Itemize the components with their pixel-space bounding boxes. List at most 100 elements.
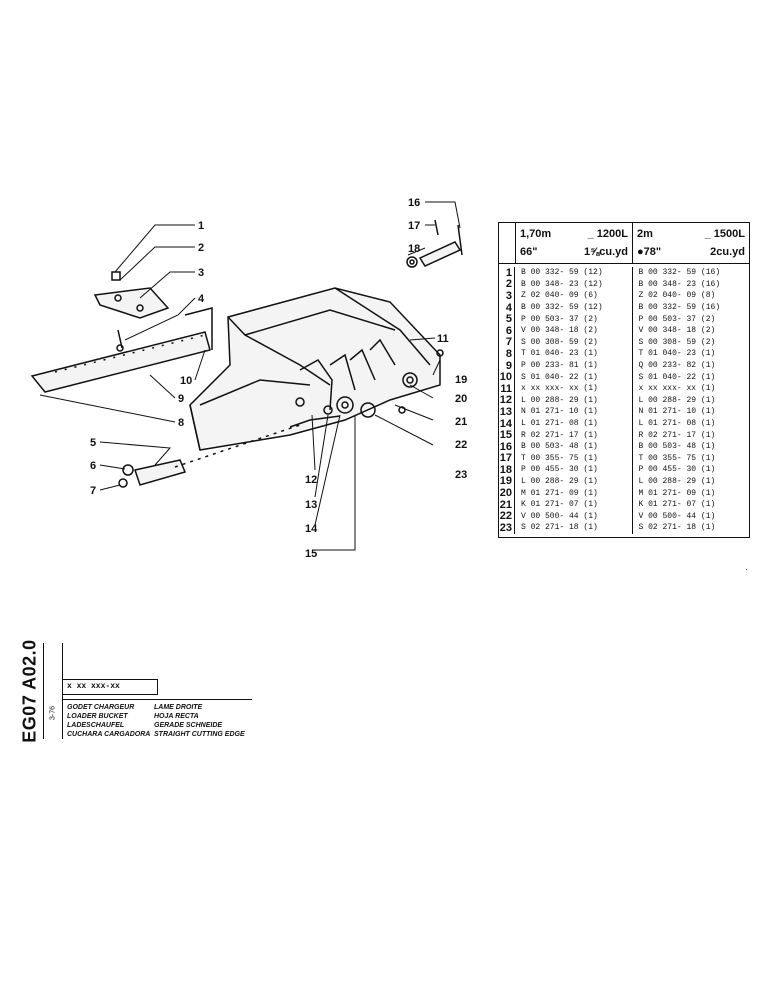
- callout-22: 22: [455, 439, 467, 451]
- part-number-large-bucket: N 01 271- 10 (1): [638, 407, 716, 417]
- row-number: 17: [499, 452, 515, 465]
- row-number: 3: [499, 289, 515, 302]
- row-number: 21: [499, 498, 515, 511]
- description-left: GODET CHARGEUR LOADER BUCKET LADESCHAUFE…: [67, 703, 150, 739]
- header-left: 1,70m_ 1200L 66"1⅝cu.yd: [516, 223, 633, 263]
- callout-20: 20: [455, 393, 467, 405]
- part-number-large-bucket: x xx xxx- xx (1): [638, 384, 716, 394]
- corner-mark: ·: [745, 565, 748, 574]
- row-number: 12: [499, 394, 515, 407]
- row-number: 4: [499, 301, 515, 314]
- header-left-inches: 66": [520, 246, 538, 258]
- part-number-small-bucket: L 00 288- 29 (1): [515, 475, 633, 488]
- row-number: 5: [499, 313, 515, 326]
- title-divider: [62, 699, 252, 700]
- callout-18: 18: [408, 243, 420, 255]
- exploded-view-drawing: 1 2 3 4 5 6 7 8 9 10 11 12 13 14 15 16 1…: [30, 197, 467, 560]
- part-number-small-bucket: K 01 271- 07 (1): [515, 498, 633, 511]
- desc-right-fr: LAME DROITE: [154, 704, 203, 711]
- callout-4: 4: [198, 293, 205, 305]
- callout-23: 23: [455, 469, 467, 481]
- part-number-small-bucket: P 00 503- 37 (2): [515, 313, 633, 325]
- desc-right-de: GERADE SCHNEIDE: [154, 722, 223, 729]
- part-number-large-bucket: B 00 332- 59 (16): [638, 268, 721, 278]
- part-number-small-bucket: P 00 455- 30 (1): [515, 464, 633, 476]
- part-number-large-bucket: R 02 271- 17 (1): [638, 430, 716, 440]
- part-number-large-bucket: Z 02 040- 09 (8): [638, 291, 716, 301]
- description-right: LAME DROITE HOJA RECTA GERADE SCHNEIDE S…: [154, 703, 245, 739]
- callout-15: 15: [305, 548, 317, 560]
- part-number-small-bucket: B 00 332- 59 (12): [515, 267, 633, 279]
- document-date: 3-76: [49, 705, 57, 721]
- desc-left-en: LOADER BUCKET: [67, 713, 128, 720]
- desc-right-en: STRAIGHT CUTTING EDGE: [154, 731, 245, 738]
- callout-3: 3: [198, 267, 204, 279]
- part-number-large-bucket: L 01 271- 08 (1): [638, 419, 716, 429]
- part-number-small-bucket: S 02 271- 18 (1): [515, 522, 633, 534]
- desc-left-es: CUCHARA CARGADORA: [67, 731, 151, 738]
- desc-left-de: LADESCHAUFEL: [67, 722, 125, 729]
- callout-12: 12: [305, 474, 317, 486]
- part-number-small-bucket: L 00 288- 29 (1): [515, 394, 633, 407]
- part-number-small-bucket: B 00 332- 59 (12): [515, 301, 633, 314]
- header-right-capacity: _ 1500L: [704, 228, 745, 240]
- header-spacer: [499, 223, 516, 263]
- row-number: 18: [499, 463, 515, 476]
- header-right-inches: ●78": [637, 246, 662, 258]
- part-number-large-bucket: K 01 271- 07 (1): [638, 500, 716, 510]
- row-number: 13: [499, 405, 515, 418]
- callout-8: 8: [178, 417, 184, 429]
- header-left-capacity: _ 1200L: [587, 228, 628, 240]
- row-number: 14: [499, 417, 515, 430]
- row-number: 19: [499, 475, 515, 488]
- document-date-box: 3-76: [44, 643, 63, 739]
- part-number-small-bucket: P 00 233- 81 (1): [515, 359, 633, 372]
- header-left-cuyd: 1⅝cu.yd: [583, 246, 628, 258]
- callout-21: 21: [455, 416, 467, 428]
- title-block: EG07 A02.0 3-76 x xx xxx-xx GODET CHARGE…: [17, 639, 253, 743]
- row-number: 11: [499, 382, 515, 395]
- row-number: 16: [499, 440, 515, 453]
- row-number: 20: [499, 487, 515, 500]
- part-number-large-bucket: B 00 332- 59 (16): [638, 303, 721, 313]
- header-right-cuyd: 2cu.yd: [710, 246, 745, 258]
- part-number-small-bucket: x xx xxx- xx (1): [515, 382, 633, 395]
- part-number-large-bucket: M 01 271- 09 (1): [638, 488, 716, 498]
- row-number: 7: [499, 336, 515, 349]
- clamp-plate: [93, 271, 170, 352]
- part-number-small-bucket: Z 02 040- 09 (6): [515, 290, 633, 302]
- part-number-small-bucket: B 00 503- 48 (1): [515, 440, 633, 453]
- callout-9: 9: [178, 393, 184, 405]
- header-right-length: 2m: [637, 228, 653, 240]
- part-number-small-bucket: L 01 271- 08 (1): [515, 417, 633, 430]
- callout-14: 14: [305, 523, 318, 535]
- row-number: 8: [499, 347, 515, 360]
- row-number: 22: [499, 510, 515, 523]
- part-number-small-bucket: R 02 271- 17 (1): [515, 429, 633, 441]
- row-number: 10: [499, 371, 515, 384]
- part-number-large-bucket: B 00 503- 48 (1): [638, 442, 716, 452]
- part-number-small-bucket: N 01 271- 10 (1): [515, 406, 633, 418]
- header-left-line2: 66" 1⅝cu.yd: [520, 243, 628, 261]
- header-right-line2: ●78" 2cu.yd: [637, 243, 745, 261]
- part-number-large-bucket: L 00 288- 29 (1): [638, 476, 716, 486]
- bucket-body: [189, 287, 441, 451]
- part-number-small-bucket: S 00 308- 59 (2): [515, 336, 633, 349]
- part-number-large-bucket: S 00 308- 59 (2): [638, 337, 716, 347]
- header-right: 2m _ 1500L ●78" 2cu.yd: [633, 223, 749, 263]
- part-number-large-bucket: S 02 271- 18 (1): [638, 523, 716, 533]
